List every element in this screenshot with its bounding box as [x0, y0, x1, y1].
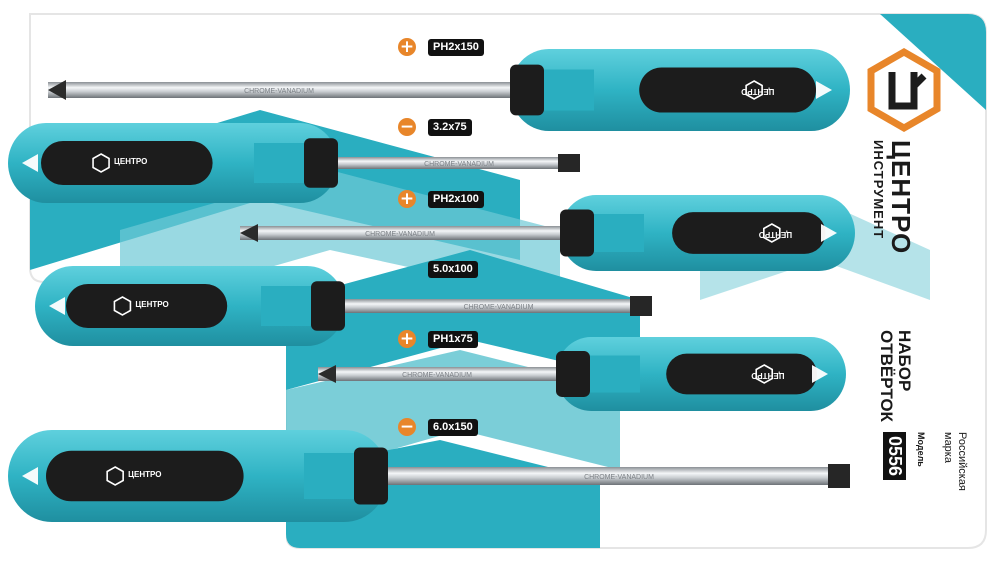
shaft-marking: CHROME-VANADIUM	[365, 231, 435, 238]
shaft	[240, 226, 560, 240]
brand-mark-icon	[106, 466, 124, 486]
slotted-symbol-icon: −	[398, 417, 416, 437]
handle-neck	[304, 453, 354, 499]
shaft-marking: CHROME-VANADIUM	[464, 304, 534, 311]
size-label: 6.0x150	[428, 418, 478, 436]
size-tag: 5.0x100	[428, 260, 478, 278]
brand-subname: ИНСТРУМЕНТ	[871, 140, 886, 240]
model-label: Модель	[916, 432, 926, 467]
handle-grip	[66, 284, 228, 328]
handle-brand-name: ЦЕНТРО	[741, 87, 774, 96]
hang-hole	[821, 224, 837, 242]
size-tag: + PH2x150	[398, 38, 484, 56]
handle-brand-name: ЦЕНТРО	[135, 300, 168, 309]
screwdriver: CHROME-VANADIUM ЦЕНТРО	[35, 266, 652, 346]
brand-mark-icon	[755, 364, 774, 384]
handle-collar	[354, 447, 388, 505]
shaft-marking: CHROME-VANADIUM	[584, 474, 654, 481]
screwdriver: CHROME-VANADIUM ЦЕНТРО	[8, 430, 850, 522]
phillips-symbol-icon: +	[398, 37, 416, 57]
shaft-marking: CHROME-VANADIUM	[402, 372, 472, 379]
handle-neck	[594, 214, 644, 252]
size-label: PH2x100	[428, 190, 484, 208]
brand-mark-icon	[763, 223, 781, 243]
handle-grip	[672, 212, 826, 254]
phillips-tip	[240, 224, 258, 242]
screwdriver: CHROME-VANADIUM ЦЕНТРО	[8, 123, 580, 203]
size-label: PH1x75	[428, 330, 478, 348]
size-label: PH2x150	[428, 38, 484, 56]
screwdriver: CHROME-VANADIUM ЦЕНТРО	[48, 49, 850, 131]
origin-line1: Российская	[956, 432, 968, 491]
handle-brand-name: ЦЕНТРО	[751, 371, 784, 380]
handle-collar	[560, 209, 594, 257]
handle-neck	[544, 69, 594, 111]
phillips-tip	[318, 365, 336, 383]
handle-grip	[41, 141, 213, 185]
handle-grip	[639, 67, 816, 113]
slotted-tip	[828, 464, 850, 488]
handle-collar	[304, 138, 338, 188]
shaft-marking: CHROME-VANADIUM	[244, 88, 314, 95]
shaft	[318, 367, 556, 381]
product-title-line1: НАБОР	[895, 330, 914, 392]
hang-hole	[22, 154, 38, 172]
shaft	[345, 299, 652, 313]
handle-grip	[46, 450, 244, 502]
size-label: 5.0x100	[428, 260, 478, 278]
brand-name: ЦЕНТРО	[886, 140, 916, 255]
size-tag: + PH2x100	[398, 190, 484, 208]
hang-hole	[22, 467, 38, 485]
handle-neck	[590, 355, 640, 393]
brand-logo	[867, 47, 941, 133]
slotted-tip	[630, 296, 652, 316]
product-title-line2: ОТВЁРТОК	[877, 330, 896, 422]
brand-mark-icon	[113, 296, 132, 316]
model-number: 0556	[883, 432, 906, 481]
shaft	[388, 467, 850, 485]
handle-brand-name: ЦЕНТРО	[759, 230, 792, 239]
shaft	[48, 82, 510, 98]
handle-brand-name: ЦЕНТРО	[128, 470, 161, 479]
screwdriver: CHROME-VANADIUM ЦЕНТРО	[318, 337, 846, 411]
handle-collar	[556, 351, 590, 397]
handle-grip	[666, 353, 817, 395]
origin-line2: марка	[942, 432, 954, 463]
shaft	[338, 157, 580, 169]
size-tag: + PH1x75	[398, 330, 478, 348]
size-label: 3.2x75	[428, 118, 472, 136]
phillips-tip	[48, 80, 66, 100]
size-tag: − 6.0x150	[398, 418, 478, 436]
brand-mark-icon	[92, 153, 110, 173]
handle-brand-name: ЦЕНТРО	[114, 157, 147, 166]
slotted-symbol-icon: −	[398, 117, 416, 137]
hang-hole	[812, 365, 828, 383]
handle-neck	[254, 143, 304, 183]
handle-collar	[510, 64, 544, 116]
brand-mark-icon	[745, 80, 763, 100]
handle-neck	[261, 286, 311, 326]
hang-hole	[816, 81, 832, 99]
phillips-symbol-icon: +	[398, 189, 416, 209]
shaft-marking: CHROME-VANADIUM	[424, 161, 494, 168]
screwdriver: CHROME-VANADIUM ЦЕНТРО	[240, 195, 855, 271]
slotted-tip	[558, 154, 580, 172]
phillips-symbol-icon: +	[398, 329, 416, 349]
size-tag: − 3.2x75	[398, 118, 472, 136]
handle-collar	[311, 281, 345, 331]
hang-hole	[49, 297, 65, 315]
